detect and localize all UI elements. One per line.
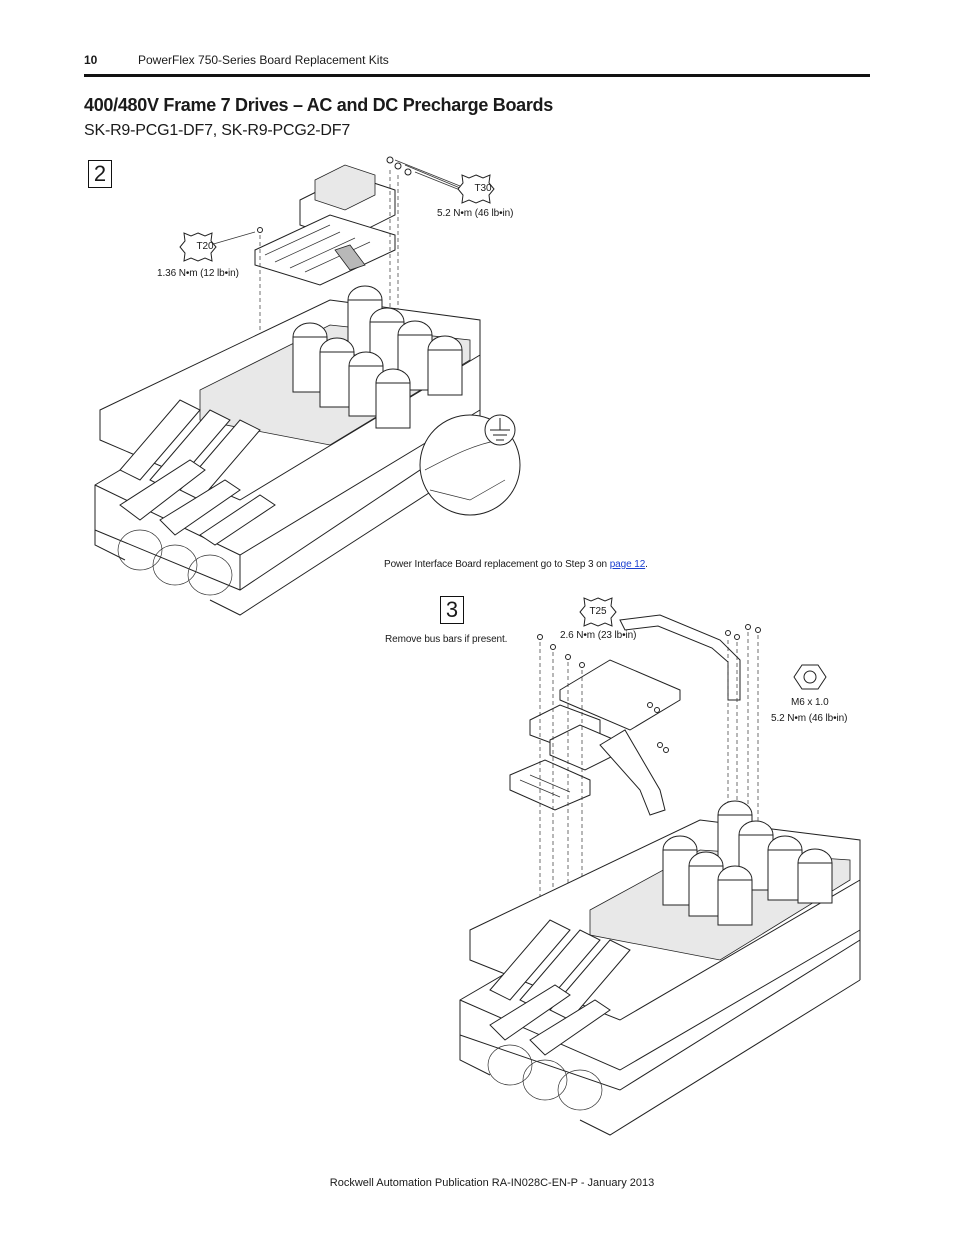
capacitors-step3 [662, 800, 833, 926]
section-title: 400/480V Frame 7 Drives – AC and DC Prec… [84, 95, 553, 115]
document-title: PowerFlex 750-Series Board Replacement K… [138, 53, 389, 67]
t20-bit-badge [179, 232, 217, 262]
step-2-marker: 2 [88, 160, 112, 188]
t20-torque: 1.36 N•m (12 lb•in) [157, 268, 239, 279]
t30-label: T30 [474, 183, 492, 194]
m6-nuts [725, 624, 827, 690]
kit-numbers: SK-R9-PCG1-DF7, SK-R9-PCG2-DF7 [84, 122, 351, 139]
t25-label: T25 [589, 606, 607, 617]
precharge-board-drawing [254, 164, 396, 286]
drive-chassis-step3 [459, 800, 861, 1136]
t25-bit-badge [579, 597, 617, 627]
t30-torque: 5.2 N•m (46 lb•in) [437, 208, 514, 219]
footer-publication: Rockwell Automation Publication RA-IN028… [329, 1177, 655, 1189]
page-number: 10 [84, 53, 98, 67]
step-3-marker: 3 [440, 596, 464, 624]
step-2-note-suffix: . [645, 559, 648, 570]
t30-bit-badge [457, 174, 495, 204]
page-12-link[interactable]: page 12 [609, 559, 646, 570]
nut-torque: 5.2 N•m (46 lb•in) [771, 713, 848, 724]
t25-screws [537, 634, 669, 753]
ground-detail-bubble [419, 414, 521, 516]
capacitors-step2 [292, 285, 463, 429]
t25-torque: 2.6 N•m (23 lb•in) [560, 630, 637, 641]
step-2-note: Power Interface Board replacement go to … [384, 559, 648, 570]
step-3-note: Remove bus bars if present. [385, 634, 508, 645]
header-rule [84, 74, 870, 77]
t20-screw [209, 227, 263, 246]
bus-bar-assembly [509, 614, 741, 816]
drive-chassis-step2 [94, 285, 481, 616]
nut-size: M6 x 1.0 [791, 697, 829, 708]
t20-label: T20 [196, 241, 214, 252]
step-2-note-text: Power Interface Board replacement go to … [384, 559, 610, 570]
t30-screws [386, 156, 461, 191]
